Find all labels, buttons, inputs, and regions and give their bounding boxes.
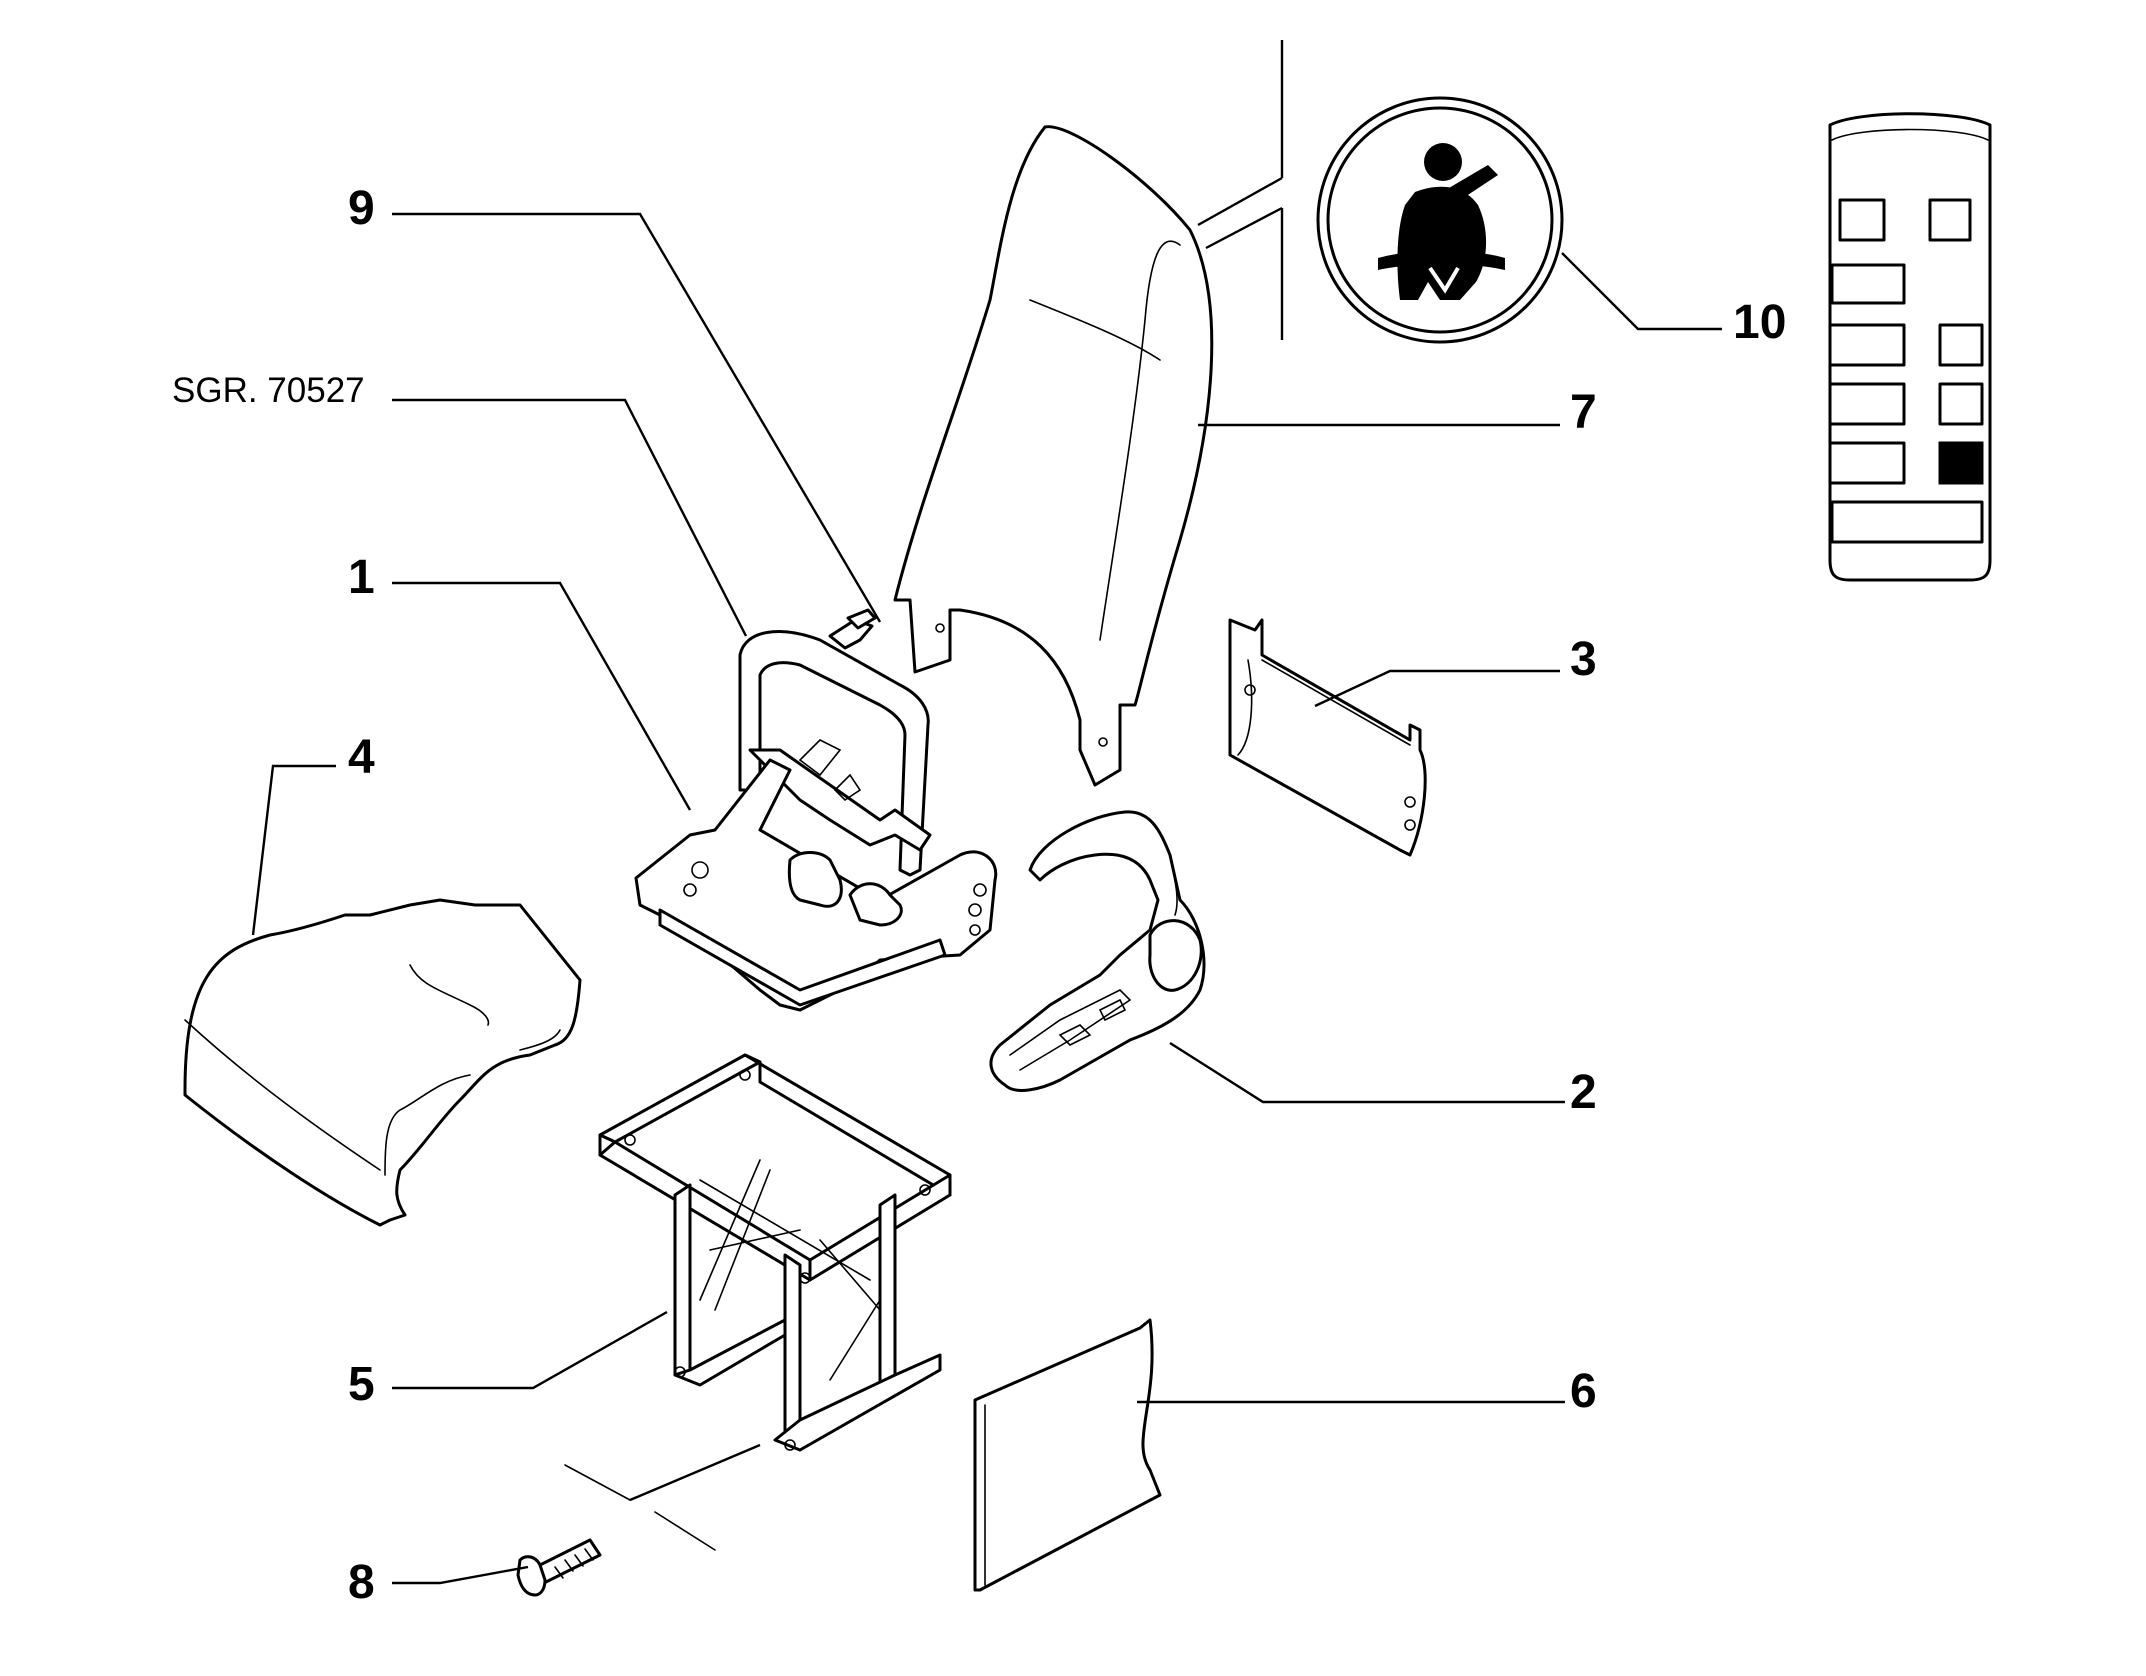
part-7-seat-back xyxy=(893,40,1284,787)
part-5-seat-riser xyxy=(598,1053,952,1452)
label-part-5: 5 xyxy=(348,1358,375,1411)
part-4-cushion xyxy=(183,898,582,1227)
label-part-4: 4 xyxy=(348,731,375,784)
part-number-labels: 9 SGR. 70527 1 4 10 7 3 2 5 6 8 xyxy=(172,182,1786,1609)
label-part-3: 3 xyxy=(1570,633,1597,686)
leader-lines xyxy=(251,212,1722,1585)
seatbelt-warning-icon xyxy=(1316,96,1564,344)
label-part-7: 7 xyxy=(1570,386,1597,439)
part-8-bolt xyxy=(516,1464,716,1597)
part-9-clip xyxy=(828,608,877,650)
label-part-8: 8 xyxy=(348,1556,375,1609)
part-3-side-bracket xyxy=(1228,618,1427,857)
label-part-1: 1 xyxy=(348,551,375,604)
label-part-9: 9 xyxy=(348,182,375,235)
remote-control-icon xyxy=(1828,112,1992,582)
label-sgr-reference: SGR. 70527 xyxy=(172,371,365,410)
part-6-side-panel xyxy=(973,1318,1162,1592)
label-part-6: 6 xyxy=(1570,1365,1597,1418)
label-part-10: 10 xyxy=(1733,296,1786,349)
part-1-seat-frame xyxy=(634,630,998,1012)
part-2-side-trim xyxy=(989,810,1206,1092)
label-part-2: 2 xyxy=(1570,1066,1597,1119)
